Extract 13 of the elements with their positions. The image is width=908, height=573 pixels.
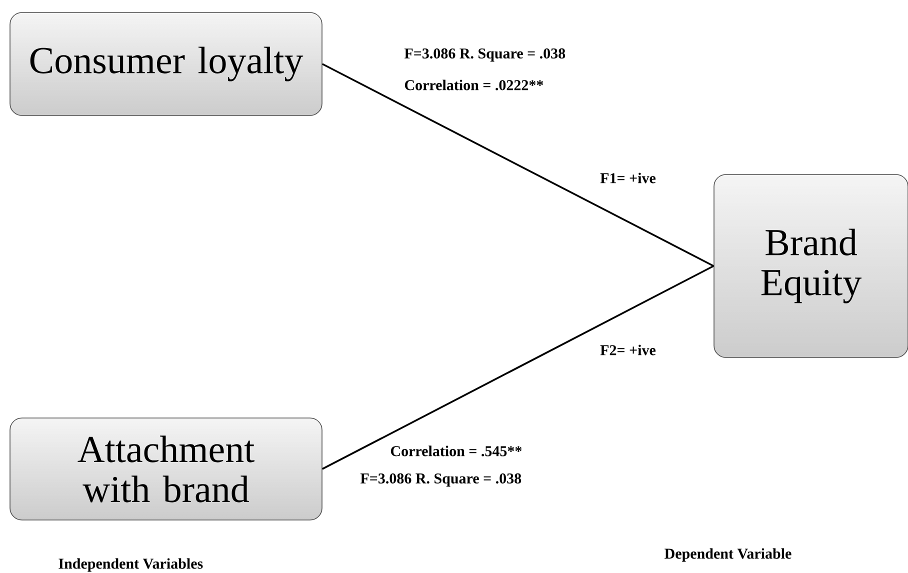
statistic-text: F=3.086 R. Square = .038	[360, 473, 522, 487]
statistic-text: F=3.086 R. Square = .038	[404, 48, 566, 62]
connector-line	[322, 265, 714, 470]
statistic-text: Dependent Variable	[664, 548, 792, 562]
variable-box: Brand Equity	[714, 174, 908, 358]
variable-box: Consumer loyalty	[10, 12, 322, 116]
statistic-text: Independent Variables	[58, 558, 203, 572]
edge-label: F1= +ive	[599, 172, 657, 184]
edge-label: F2= +ive	[599, 344, 657, 356]
variable-box: Attachment with brand	[10, 418, 322, 520]
connector-line	[322, 63, 714, 267]
statistic-text: Correlation = .545**	[390, 446, 522, 456]
statistic-text: Correlation = .0222**	[404, 80, 544, 90]
